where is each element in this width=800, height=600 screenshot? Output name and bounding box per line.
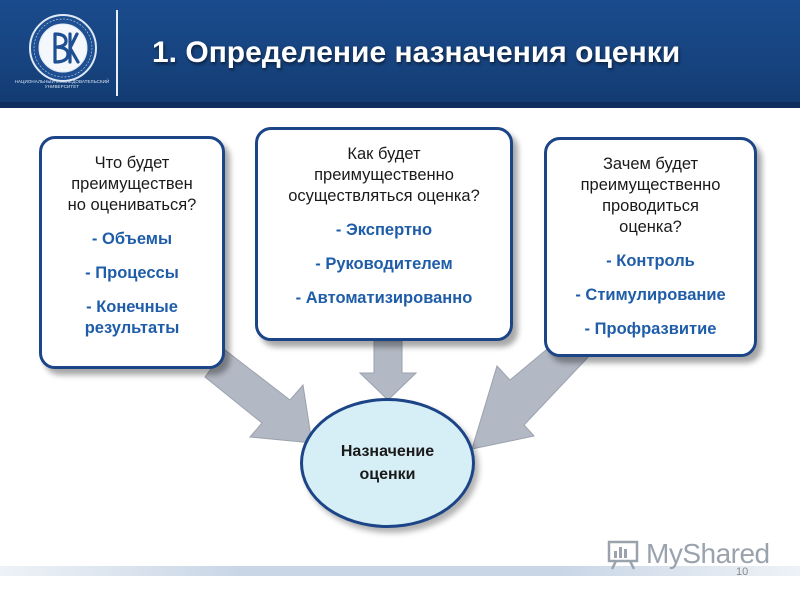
arrow-middle [358,340,418,401]
logo-caption: НАЦИОНАЛЬНЫЙ ИССЛЕДОВАТЕЛЬСКИЙ УНИВЕРСИТ… [14,79,110,89]
slide-title: 1. Определение назначения оценки [152,36,681,69]
answer-expert: - Экспертно [335,221,433,239]
question-text: Что будет преимуществен но оцениваться? [67,154,197,214]
answer-volumes: - Объемы [91,230,173,248]
answer-control: - Контроль [606,252,695,270]
watermark: MyShared [606,534,770,574]
university-logo [29,14,97,82]
chalkboard-icon [607,540,639,570]
answer-processes: - Процессы [85,264,179,282]
footer-line [0,566,800,576]
question-text: Как будет преимущественно осуществляться… [288,145,480,205]
arrow-left [204,349,313,444]
watermark-text: MyShared [646,538,770,569]
question-text: Зачем будет преимущественно проводиться … [580,155,721,236]
header-stripe [0,102,800,108]
answer-stimulation: - Стимулирование [575,286,726,304]
header-bar [0,0,800,108]
center-label-line1: Назначение [340,443,435,460]
center-ellipse: Назначение оценки [300,398,475,528]
answer-manager: - Руководителем [315,255,453,273]
box-why: Зачем будет преимущественно проводиться … [544,137,757,357]
answer-development: - Профразвитие [584,320,717,338]
center-label-line2: оценки [359,466,416,483]
answer-results: - Конечные результаты [84,298,180,337]
box-how: Как будет преимущественно осуществляться… [255,127,513,341]
answer-automated: - Автоматизированно [295,289,473,307]
logo-separator [116,10,118,96]
box-what: Что будет преимуществен но оцениваться? … [39,136,225,369]
page-number: 10 [736,566,749,578]
